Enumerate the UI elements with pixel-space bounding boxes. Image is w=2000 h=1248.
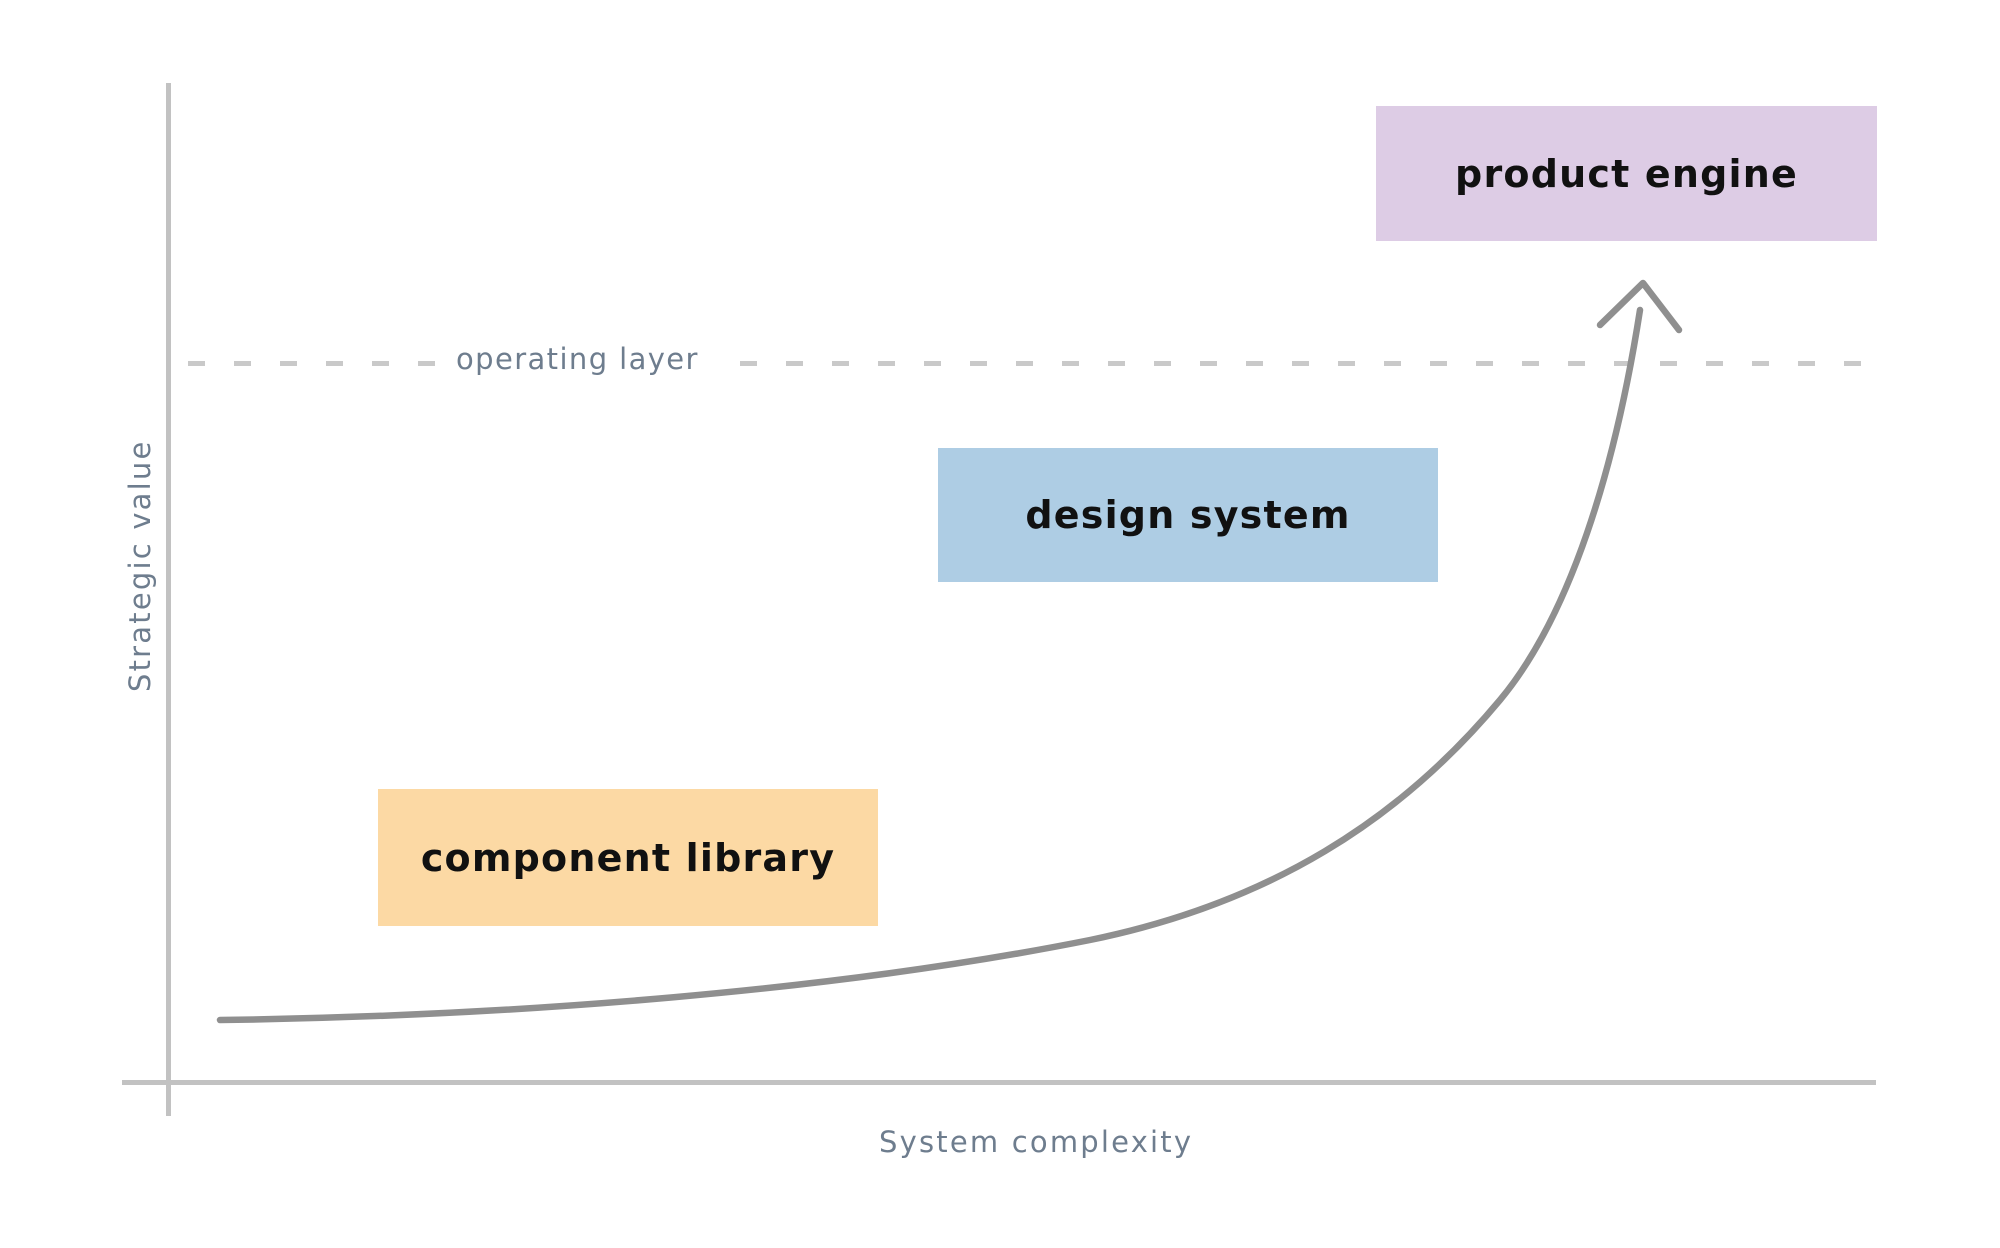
band-product-engine-label: product engine	[1455, 151, 1798, 196]
band-component-library-label: component library	[420, 835, 836, 880]
y-axis-title: Strategic value	[123, 439, 157, 692]
band-design-system[interactable]: design system	[938, 448, 1438, 582]
growth-curve	[216, 306, 1644, 1024]
operating-layer-label: operating layer	[442, 345, 713, 374]
band-component-library[interactable]: component library	[378, 789, 878, 926]
x-axis-title: System complexity	[879, 1125, 1194, 1159]
band-product-engine[interactable]: product engine	[1376, 106, 1877, 241]
growth-curve-arrow-icon	[1596, 279, 1683, 334]
band-design-system-label: design system	[1025, 493, 1351, 537]
